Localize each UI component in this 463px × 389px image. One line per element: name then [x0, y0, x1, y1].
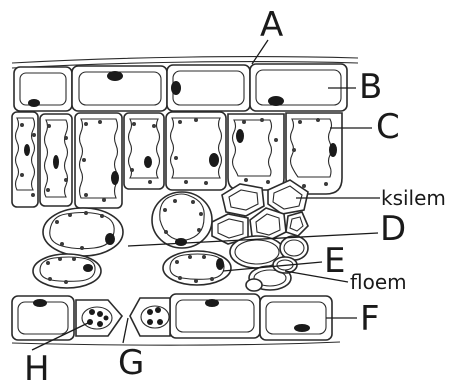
leader-g — [123, 318, 128, 343]
label-c: C — [376, 110, 400, 144]
upper-epidermis — [14, 64, 347, 111]
label-a: A — [260, 8, 283, 42]
xylem-vessels — [212, 180, 308, 268]
label-g: G — [118, 346, 144, 380]
label-f: F — [360, 302, 380, 336]
label-ksilem: ksilem — [381, 188, 446, 208]
label-floem: floem — [350, 272, 407, 292]
label-e: E — [324, 244, 345, 278]
lower-epidermis — [12, 294, 340, 345]
guard-cells — [76, 298, 170, 336]
label-b: B — [359, 70, 382, 104]
label-h: H — [24, 352, 50, 386]
label-d: D — [380, 212, 406, 246]
bundle-sheath — [152, 192, 212, 248]
